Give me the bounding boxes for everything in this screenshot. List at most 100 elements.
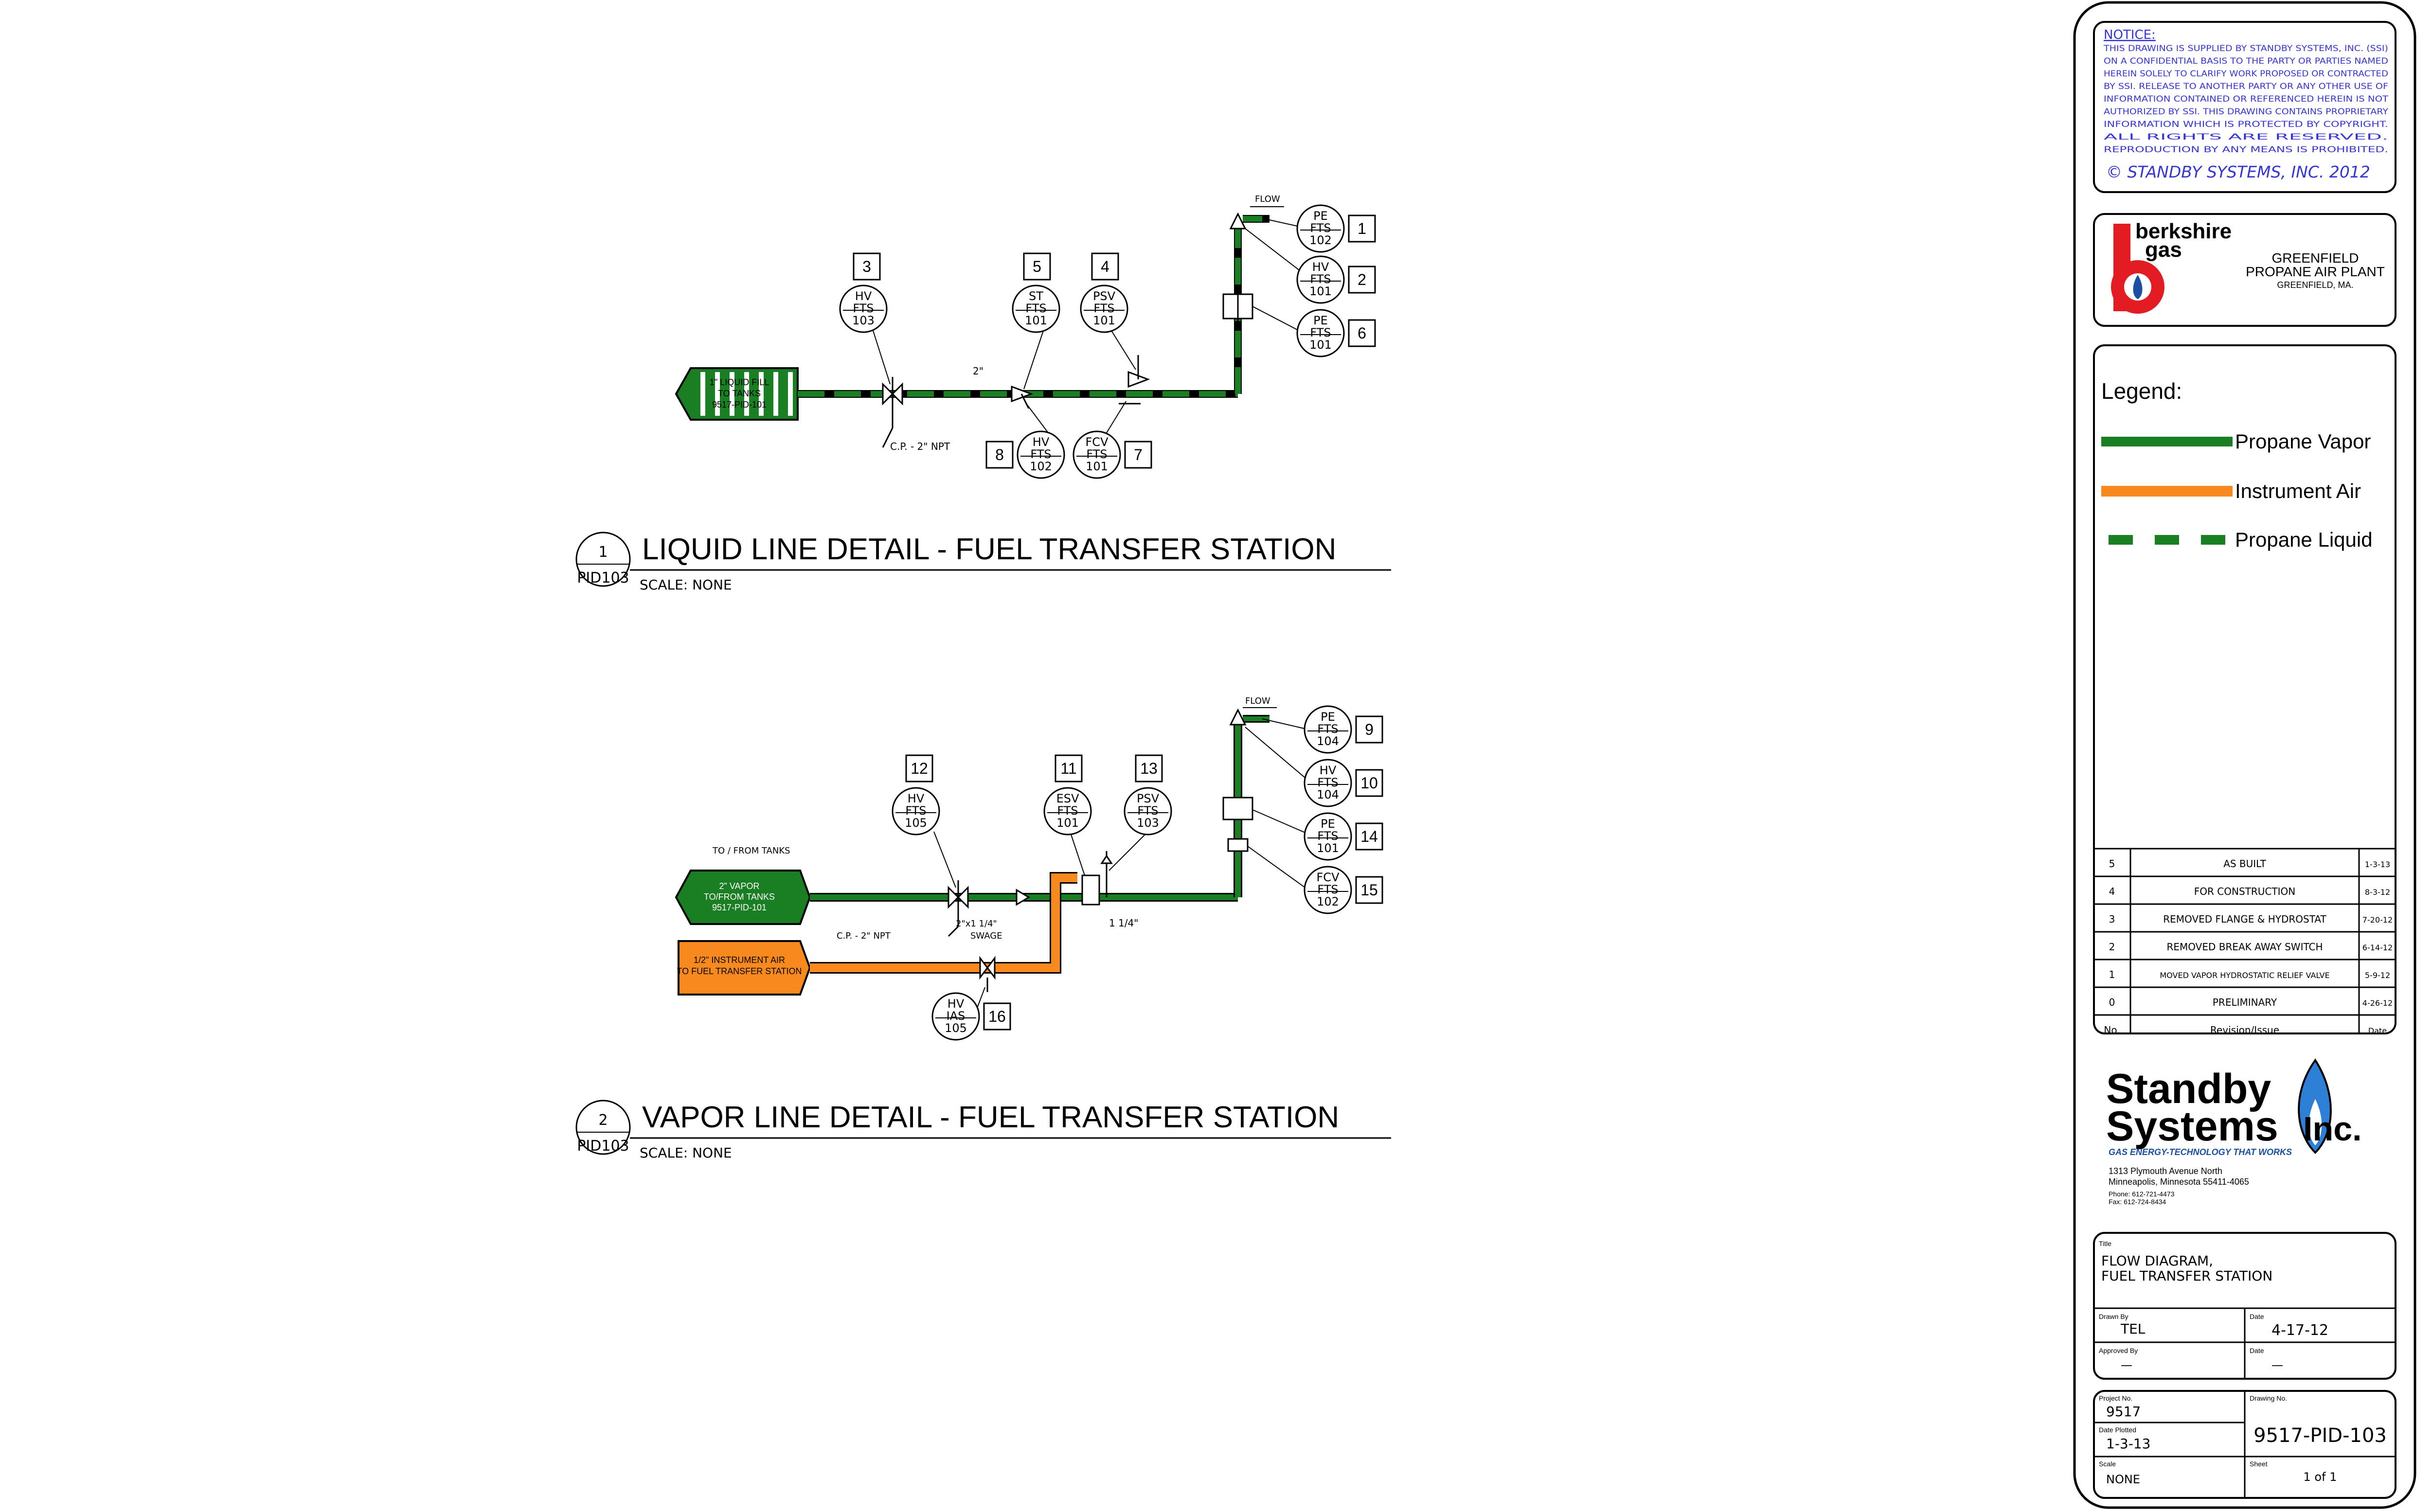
date2-value: — — [2271, 1358, 2283, 1372]
drawing-title-line-1: FLOW DIAGRAM, — [2101, 1253, 2213, 1269]
liquid-source-line3: 9517-PID-101 — [712, 400, 767, 409]
cp-label-liquid: C.P. - 2" NPT — [890, 441, 950, 452]
flow-label-vapor: FLOW — [1245, 696, 1270, 706]
vapor-tag-box-11: 11 — [1055, 754, 1083, 783]
to-from-label: TO / FROM TANKS — [712, 846, 790, 856]
liquid-line-detail: 1" LIQUID FILL TO TANKS 9517-PID-101 C.P… — [675, 194, 1309, 452]
instrument-label-line: IAS — [947, 1009, 966, 1023]
company-panel: Standby Systems Inc. GAS ENERGY-TECHNOLO… — [2106, 1058, 2362, 1206]
company-address-1: 1313 Plymouth Avenue North — [2109, 1166, 2222, 1176]
scale-value: NONE — [2106, 1473, 2140, 1486]
company-address-2: Minneapolis, Minnesota 55411-4065 — [2109, 1177, 2249, 1187]
tag-number: 5 — [1033, 258, 1041, 275]
revision-no: 5 — [2109, 858, 2115, 870]
instrument-leaders-vapor — [933, 718, 1309, 1007]
sheet-value: 1 of 1 — [2304, 1470, 2337, 1484]
air-source-tag: 1/2" INSTRUMENT AIR TO FUEL TRANSFER STA… — [677, 940, 811, 996]
relief-valve-symbol — [1119, 355, 1150, 405]
instrument-label-line: 101 — [1056, 816, 1079, 830]
tag-number: 15 — [1360, 881, 1378, 899]
revision-date: 5-9-12 — [2365, 971, 2390, 980]
notice-line: AUTHORIZED BY SSI. THIS DRAWING CONTAINS… — [2104, 107, 2389, 117]
revision-date: 4-26-12 — [2362, 998, 2393, 1008]
instrument-label-line: PE — [1313, 314, 1328, 327]
notice-line: INFORMATION WHICH IS PROTECTED BY COPYRI… — [2104, 120, 2388, 129]
tag-number: 7 — [1134, 446, 1143, 463]
detail-sheet-2: PID103 — [577, 1138, 629, 1155]
tag-number: 9 — [1365, 721, 1374, 738]
tag-number: 10 — [1360, 774, 1378, 792]
revision-desc: REMOVED FLANGE & HYDROSTAT — [2163, 913, 2326, 925]
drawing-no-value: 9517-PID-103 — [2253, 1424, 2387, 1447]
instrument-label-line: HV — [855, 289, 872, 303]
revision-no: 0 — [2109, 996, 2115, 1008]
revision-date: 7-20-12 — [2362, 915, 2393, 925]
drawn-by-label: Drawn By — [2099, 1313, 2128, 1320]
tag-number: 16 — [988, 1008, 1006, 1025]
tag-number: 8 — [995, 446, 1004, 463]
instrument-label-line: 101 — [1025, 314, 1047, 327]
tag-number: 3 — [862, 258, 871, 275]
instrument-label-line: FTS — [1030, 447, 1051, 461]
title-label: Title — [2099, 1240, 2111, 1247]
instrument-label-line: FTS — [1310, 326, 1331, 339]
instrument-label-line: HV — [1320, 764, 1337, 777]
tag-number: 4 — [1101, 258, 1109, 275]
instrument-label-line: FTS — [1086, 447, 1107, 461]
plotted-value: 1-3-13 — [2106, 1436, 2150, 1452]
date-value: 4-17-12 — [2271, 1322, 2328, 1339]
air-valve-symbol — [979, 956, 996, 992]
instrument-label-line: HV — [948, 997, 965, 1011]
instrument-label-line: FTS — [1317, 722, 1338, 736]
legend-panel: Legend: Propane Vapor Instrument Air Pro… — [2093, 344, 2396, 1036]
instrument-label-line: 103 — [852, 314, 875, 327]
vapor-tag-box-12: 12 — [905, 754, 933, 783]
revision-desc: AS BUILT — [2223, 858, 2266, 870]
vapor-source-tag: 2" VAPOR TO/FROM TANKS 9517-PID-101 — [675, 870, 811, 925]
detail-number-1: 1 — [598, 544, 608, 561]
liquid-tag-box-4: 4 — [1091, 252, 1119, 281]
instrument-label-line: PE — [1321, 817, 1335, 831]
instrument-label-line: 101 — [1093, 314, 1115, 327]
tag-number: 12 — [911, 760, 928, 777]
drawing-title-panel: Title FLOW DIAGRAM, FUEL TRANSFER STATIO… — [2093, 1232, 2396, 1380]
instrument-label-line: FTS — [853, 302, 874, 315]
liquid-tag-box-3: 3 — [853, 252, 881, 281]
instrument-label-line: FTS — [1310, 272, 1331, 286]
instrument-label-line: FCV — [1086, 435, 1109, 449]
swage-label-1: 2"x1 1/4" — [956, 919, 997, 929]
title-block: NOTICE: THIS DRAWING IS SUPPLIED BY STAN… — [2073, 1, 2416, 1509]
instrument-label-line: HV — [908, 792, 925, 805]
project-value: 9517 — [2106, 1404, 2141, 1420]
notice-line: INFORMATION CONTAINED OR REFERENCED HERE… — [2104, 94, 2389, 104]
fitting-symbol-vapor — [1222, 708, 1253, 852]
legend-air-label: Instrument Air — [2235, 480, 2361, 502]
pipe-size-label: 1 1/4" — [1109, 917, 1138, 929]
instrument-label-line: FTS — [1093, 302, 1114, 315]
detail-title-text-1: LIQUID LINE DETAIL - FUEL TRANSFER STATI… — [642, 533, 1336, 566]
notice-line: BY SSI. RELEASE TO ANOTHER PARTY OR ANY … — [2104, 82, 2388, 91]
detail-number-2: 2 — [598, 1112, 608, 1129]
instrument-label-line: 104 — [1317, 788, 1339, 801]
detail-title-2: 2 PID103 VAPOR LINE DETAIL - FUEL TRANSF… — [575, 1100, 1391, 1161]
instrument-label-line: HV — [1033, 435, 1050, 449]
instrument-label-line: PE — [1321, 710, 1335, 724]
instrument-label-line: FTS — [1317, 776, 1338, 789]
vapor-tag-box-9: 9 — [1355, 715, 1383, 744]
vapor-pipe — [810, 715, 1270, 902]
vapor-source-line1: 2" VAPOR — [719, 881, 759, 891]
detail-sheet-1: PID103 — [577, 569, 629, 587]
sheet-label: Sheet — [2250, 1460, 2268, 1468]
instrument-label-line: HV — [1312, 260, 1329, 274]
plotted-label: Date Plotted — [2099, 1426, 2136, 1434]
